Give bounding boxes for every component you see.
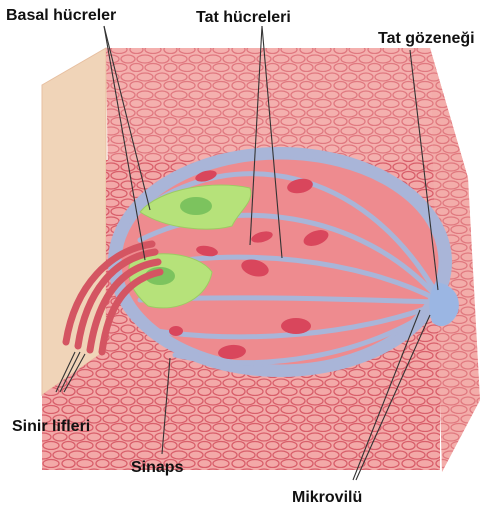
label-microvilli: Mikrovilü xyxy=(292,490,362,506)
label-taste-cells: Tat hücreleri xyxy=(196,10,291,26)
nucleus xyxy=(281,318,311,334)
label-nerve-fibers: Sinir lifleri xyxy=(12,419,90,435)
label-basal-cells: Basal hücreler xyxy=(6,8,116,24)
label-taste-pore: Tat gözeneği xyxy=(378,31,475,47)
nucleus xyxy=(169,326,183,336)
tissue-block-left-face xyxy=(42,48,106,395)
label-synapse: Sinaps xyxy=(131,460,183,476)
basal-nucleus xyxy=(180,197,212,215)
